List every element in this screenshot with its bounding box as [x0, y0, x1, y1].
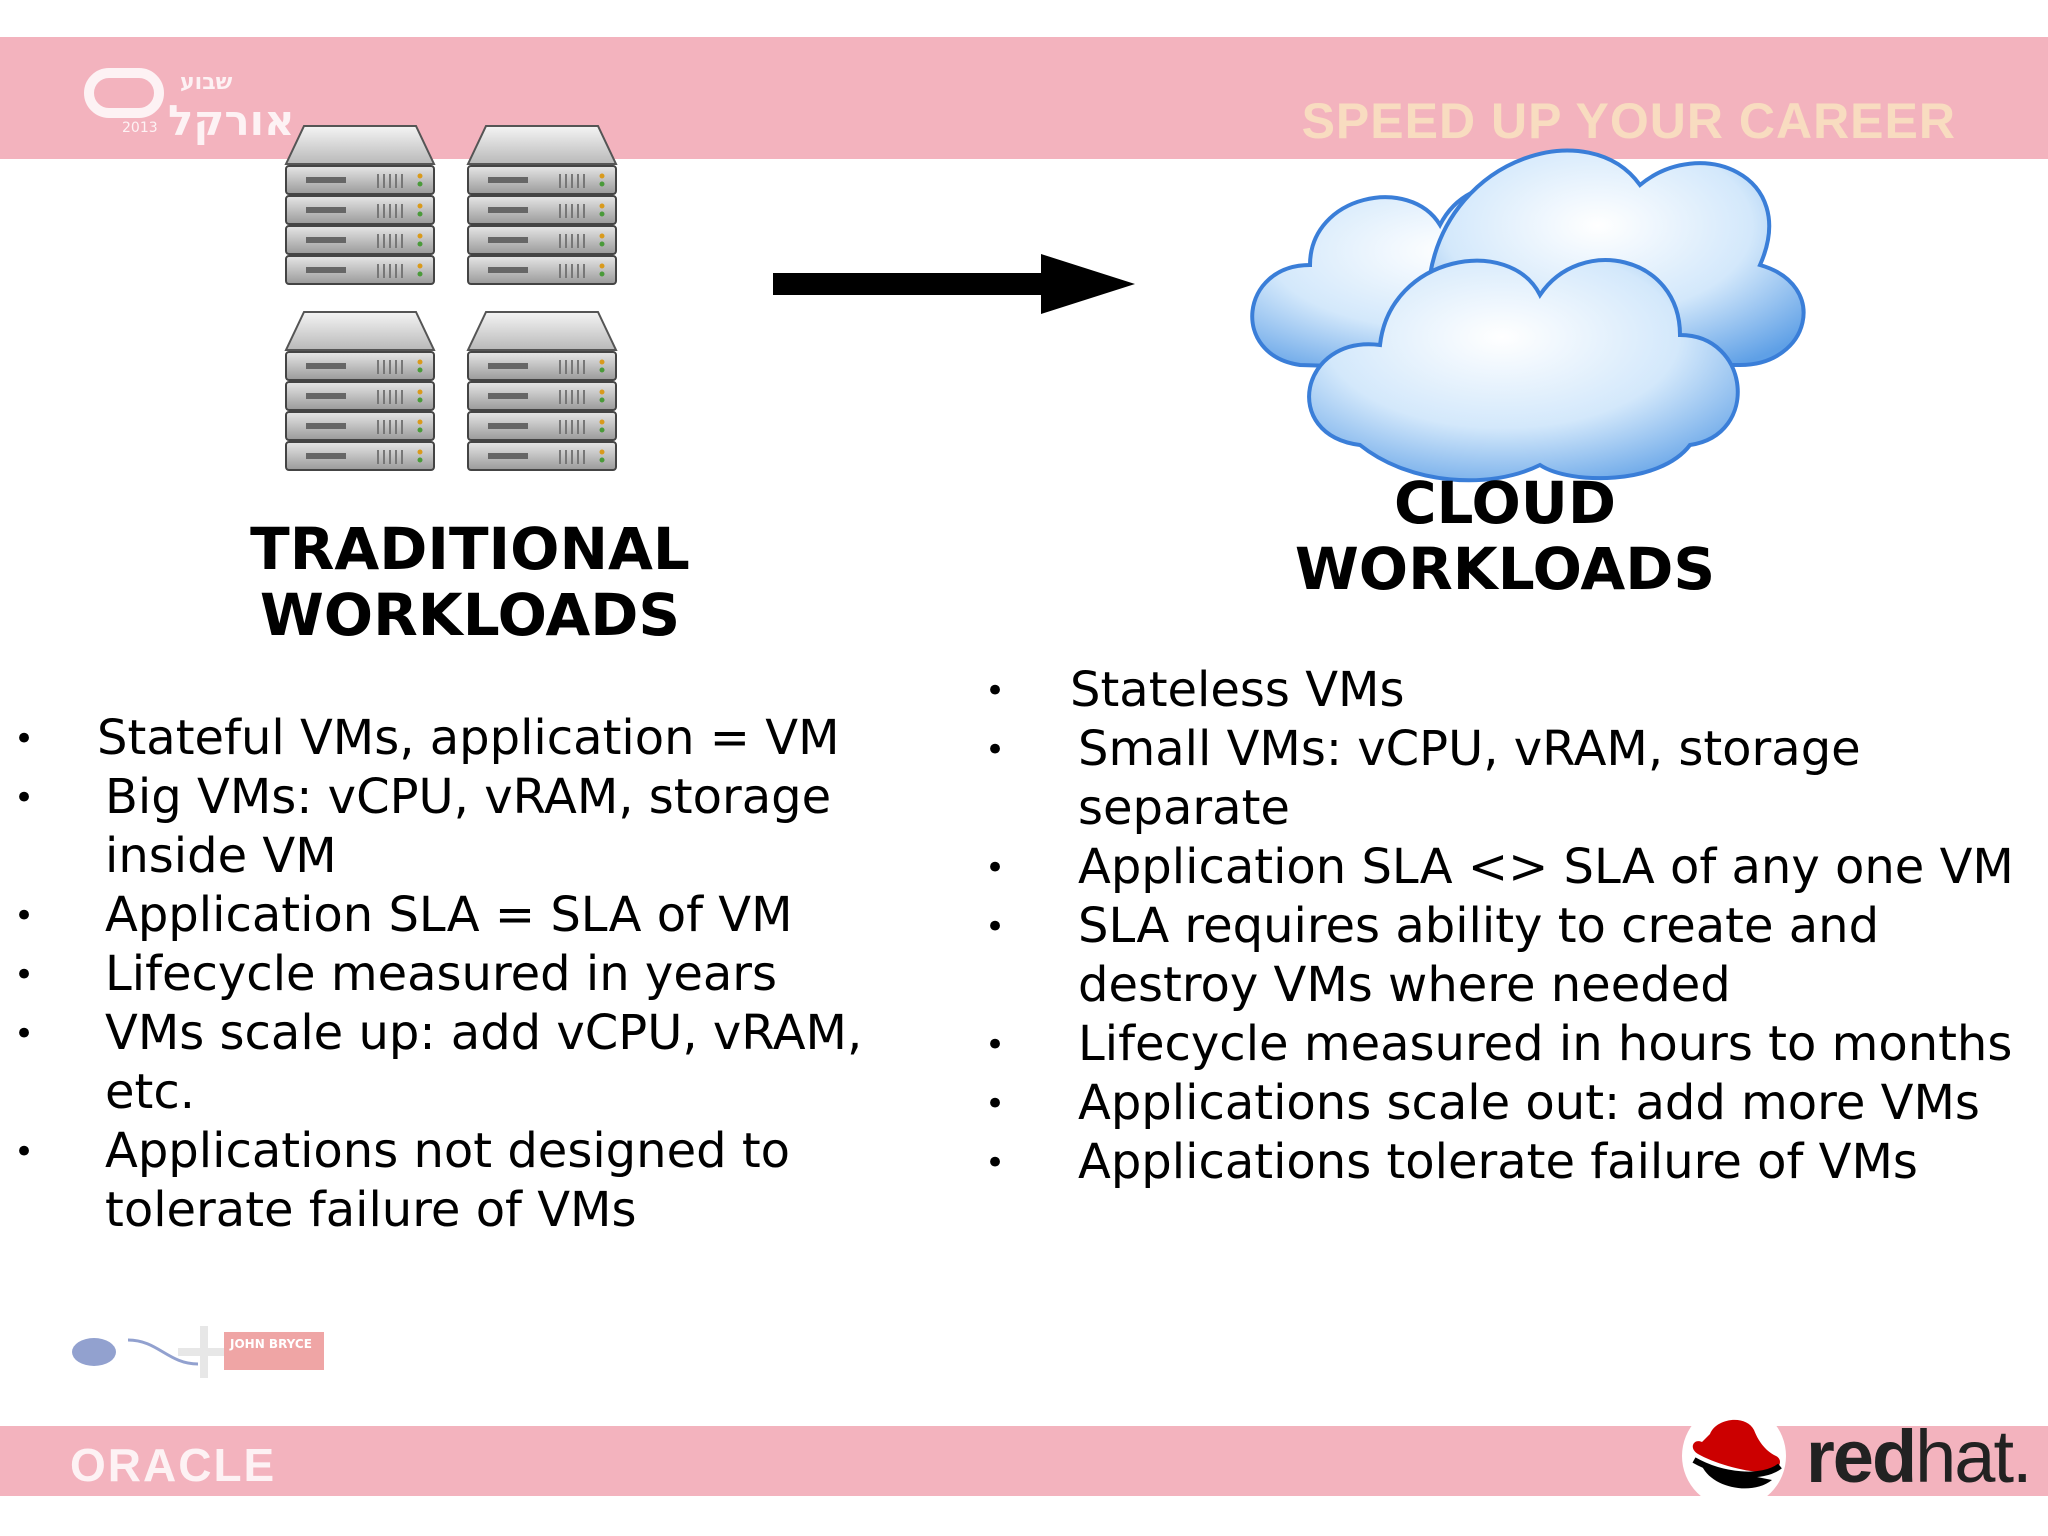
traditional-bullet-list: • Stateful VMs, application = VM • Big VMs… [0, 709, 940, 1240]
list-item-text: Application SLA = SLA of VM [105, 887, 793, 943]
bullet-icon: • [14, 1132, 35, 1172]
list-item-text: Lifecycle measured in hours to months [1078, 1016, 2013, 1072]
bullet-icon: • [14, 1014, 35, 1054]
list-item-text: VMs scale up: add vCPU, vRAM, etc. [105, 1005, 863, 1120]
cloud-icon [1250, 148, 1806, 483]
redhat-wordmark: redhat. [1806, 1414, 2033, 1499]
tagline: SPEED UP YOUR CAREER [1301, 93, 1956, 149]
traditional-heading-line1: TRADITIONAL [250, 515, 690, 583]
bullet-icon: • [985, 671, 1006, 711]
traditional-heading-line2: WORKLOADS [259, 581, 681, 649]
cloud-heading: CLOUD WORKLOADS [1200, 470, 1810, 602]
list-item: • Big VMs: vCPU, vRAM, storage inside VM [0, 768, 940, 886]
bullet-icon: • [14, 955, 35, 995]
list-item-text: Applications not designed to tolerate fa… [105, 1123, 791, 1238]
list-item-text: Application SLA <> SLA of any one VM [1078, 839, 2014, 895]
list-item: • SLA requires ability to create and dest… [975, 897, 2035, 1015]
cloud-heading-line1: CLOUD [1393, 469, 1616, 537]
sponsor-logo-swoosh [127, 1338, 199, 1366]
list-item-text: Big VMs: vCPU, vRAM, storage inside VM [105, 769, 832, 884]
list-item-text: Stateless VMs [1070, 662, 1405, 718]
redhat-wordmark-light: hat. [1915, 1415, 2032, 1498]
server-stack-group [282, 124, 622, 486]
list-item: • Lifecycle measured in hours to months [975, 1015, 2035, 1074]
john-bryce-logo-text: JOHN BRYCE [229, 1337, 312, 1351]
bullet-icon: • [985, 1025, 1006, 1065]
server-icon [282, 124, 438, 294]
list-item: • Stateless VMs [975, 661, 2035, 720]
list-item: • Applications scale out: add more VMs [975, 1074, 2035, 1133]
bullet-icon: • [985, 1143, 1006, 1183]
list-item-text: Applications scale out: add more VMs [1078, 1075, 1980, 1131]
list-item: • VMs scale up: add vCPU, vRAM, etc. [0, 1004, 940, 1122]
sponsor-logo-mark [72, 1338, 116, 1366]
server-icon [282, 310, 438, 480]
list-item-text: Small VMs: vCPU, vRAM, storage separate [1078, 721, 1861, 836]
logo-year: 2013 [122, 120, 158, 136]
sponsor-logos: JOHN BRYCE [72, 1326, 324, 1378]
traditional-heading: TRADITIONAL WORKLOADS [180, 516, 760, 648]
list-item-text: SLA requires ability to create and destr… [1078, 898, 1880, 1013]
list-item: • Small VMs: vCPU, vRAM, storage separate [975, 720, 2035, 838]
oracle-week-logo: שבוע אורקל 2013 [80, 62, 310, 158]
bullet-icon: • [14, 778, 35, 818]
list-item: • Applications tolerate failure of VMs [975, 1133, 2035, 1192]
redhat-wordmark-bold: red [1806, 1415, 1917, 1498]
cloud-heading-line2: WORKLOADS [1294, 535, 1716, 603]
server-icon [464, 310, 620, 480]
bullet-icon: • [14, 896, 35, 936]
logo-hebrew-small: שבוע [180, 70, 233, 95]
cloud-bullet-list: • Stateless VMs • Small VMs: vCPU, vRAM, s… [975, 661, 2035, 1192]
list-item-text: Lifecycle measured in years [105, 946, 777, 1002]
bullet-icon: • [985, 848, 1006, 888]
list-item: • Stateful VMs, application = VM [0, 709, 940, 768]
sponsor-logo-divider [178, 1348, 230, 1356]
arrow-right-icon [773, 254, 1135, 314]
list-item-text: Applications tolerate failure of VMs [1078, 1134, 1918, 1190]
bullet-icon: • [985, 1084, 1006, 1124]
bullet-icon: • [985, 907, 1006, 947]
list-item: • Application SLA = SLA of VM [0, 886, 940, 945]
oracle-logo: ORACLE [70, 1439, 277, 1491]
oracle-ring-icon [84, 68, 164, 118]
server-icon [464, 124, 620, 294]
list-item: • Applications not designed to tolerate f… [0, 1122, 940, 1240]
logo-hebrew-big: אורקל [168, 96, 295, 145]
bullet-icon: • [985, 730, 1006, 770]
list-item: • Lifecycle measured in years [0, 945, 940, 1004]
bullet-icon: • [14, 719, 35, 759]
redhat-hat-icon [1682, 1404, 1786, 1504]
list-item: • Application SLA <> SLA of any one VM [975, 838, 2035, 897]
list-item-text: Stateful VMs, application = VM [97, 710, 840, 766]
john-bryce-logo [224, 1332, 324, 1370]
